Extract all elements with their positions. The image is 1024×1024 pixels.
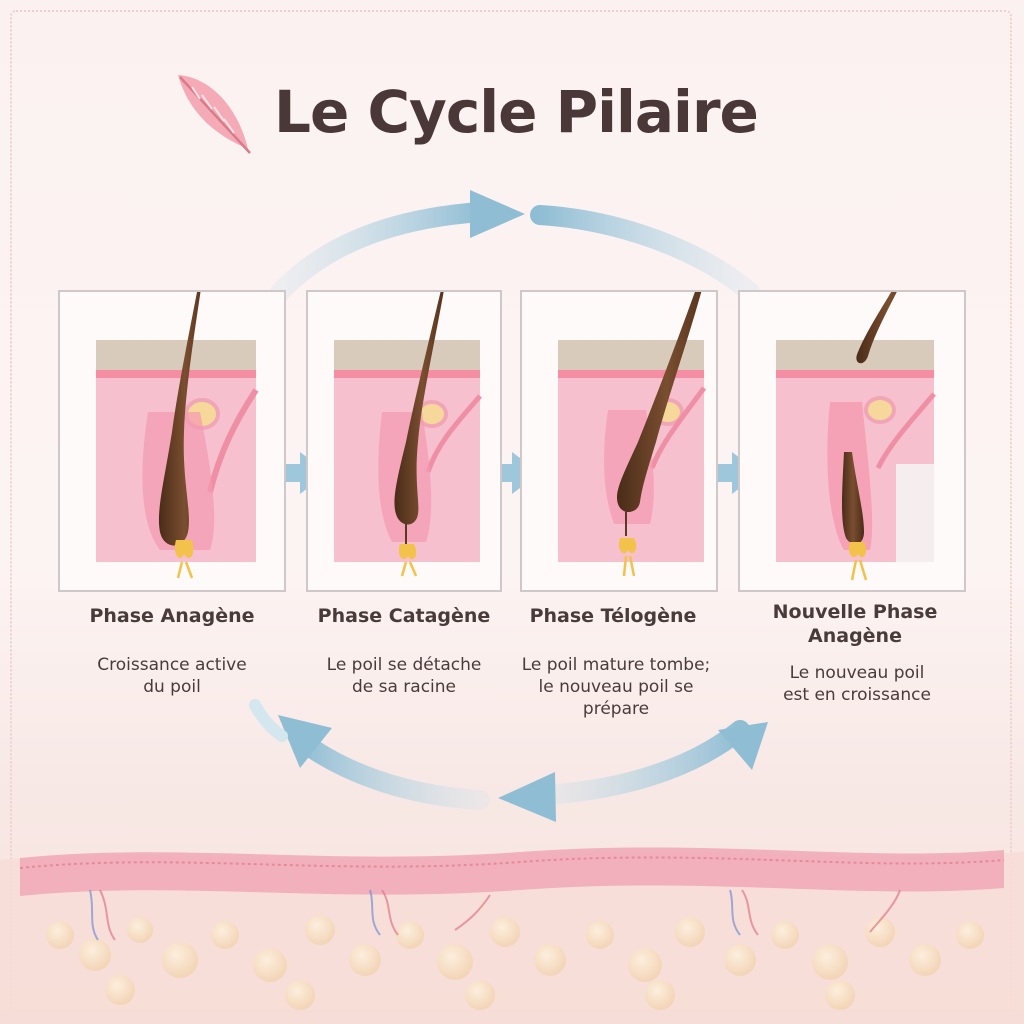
panel-new-anagen xyxy=(738,290,966,592)
phase-title-new-anagen-line1: Nouvelle Phase xyxy=(772,601,938,623)
phase-desc-catagen: Le poil se détache de sa racine xyxy=(296,654,512,698)
catagen-illustration xyxy=(334,292,482,577)
phase-desc-new-anagen-line1: Le nouveau poil xyxy=(789,663,925,683)
phase-desc-new-anagen-line2: est en croissance xyxy=(783,685,931,705)
phase-desc-telogen: Le poil mature tombe; le nouveau poil se… xyxy=(508,654,724,720)
phase-desc-catagen-line2: de sa racine xyxy=(351,677,457,697)
panel-anagen xyxy=(58,290,286,592)
phase-desc-telogen-line3: prépare xyxy=(582,699,650,719)
telogen-illustration xyxy=(558,292,707,577)
phase-desc-catagen-line1: Le poil se détache xyxy=(326,655,482,675)
skin-cross-section xyxy=(0,847,1024,1024)
anagen-illustration xyxy=(96,292,259,579)
panel-catagen xyxy=(306,290,502,592)
new-anagen-illustration xyxy=(776,292,936,581)
phase-desc-anagen: Croissance active du poil xyxy=(58,654,286,698)
phase-title-new-anagen-line2: Anagène xyxy=(808,625,902,647)
phase-desc-anagen-line2: du poil xyxy=(143,677,201,697)
phase-desc-new-anagen: Le nouveau poil est en croissance xyxy=(752,662,962,706)
panel-telogen xyxy=(520,290,718,592)
feather-icon xyxy=(178,75,251,154)
title-block: Le Cycle Pilaire xyxy=(170,62,759,162)
phase-title-new-anagen: Nouvelle Phase Anagène xyxy=(742,600,968,648)
phase-desc-telogen-line2: le nouveau poil se xyxy=(538,677,694,697)
phase-desc-anagen-line1: Croissance active xyxy=(97,655,247,675)
phase-title-telogen: Phase Télogène xyxy=(529,605,697,627)
bottom-cycle-arrow xyxy=(249,699,768,822)
top-cycle-arrow xyxy=(270,190,760,302)
page-title: Le Cycle Pilaire xyxy=(274,78,759,146)
phase-desc-telogen-line1: Le poil mature tombe; xyxy=(521,655,711,675)
phase-title-catagen: Phase Catagène xyxy=(317,605,491,627)
phase-title-anagen: Phase Anagène xyxy=(89,605,255,627)
